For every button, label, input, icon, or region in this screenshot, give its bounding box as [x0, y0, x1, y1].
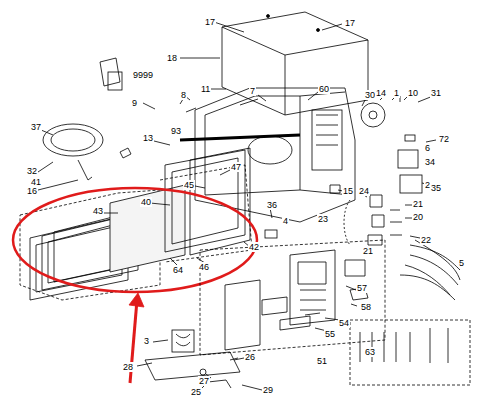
callout-number: 5	[458, 258, 465, 268]
callout-number: 25	[190, 387, 202, 397]
callout-number: 6	[424, 143, 431, 153]
callout-number: 16	[26, 186, 38, 196]
callout-number: 27	[198, 376, 210, 386]
callout-number: 21	[362, 246, 374, 256]
callout-number: 51	[316, 356, 328, 366]
wrapper	[222, 12, 368, 115]
callout-number: 10	[407, 88, 419, 98]
callout-number: 17	[344, 18, 356, 28]
callout-number: 63	[364, 347, 376, 357]
callout-number: 55	[324, 329, 336, 339]
callout-number: 57	[356, 283, 368, 293]
callout-number: 8	[180, 90, 187, 100]
callout-number: 54	[338, 318, 350, 328]
callout-number: 11	[200, 84, 211, 94]
callout-number: 34	[424, 157, 436, 167]
callout-number: 93	[170, 126, 182, 136]
callout-number: 32	[26, 166, 38, 176]
callout-number: 35	[430, 183, 442, 193]
callout-number: 29	[262, 385, 274, 395]
callout-number: 36	[266, 200, 278, 210]
callout-number: 4	[282, 216, 289, 226]
callout-number: 9	[131, 98, 138, 108]
callout-number: 37	[30, 122, 42, 132]
callout-number: 40	[140, 197, 152, 207]
callout-number: 23	[317, 214, 329, 224]
callout-number: 45	[183, 180, 195, 190]
callout-number: 60	[318, 84, 330, 94]
callout-number: 58	[360, 302, 372, 312]
callout-number: 64	[172, 265, 184, 275]
callout-number: 3	[143, 336, 150, 346]
callout-number: 7	[249, 86, 256, 96]
callout-number: 20	[412, 212, 424, 222]
callout-number: 15	[342, 186, 354, 196]
callout-number: 1	[393, 88, 400, 98]
callout-number: 14	[375, 88, 387, 98]
callout-number: 72	[438, 134, 450, 144]
callout-number: 17	[204, 17, 216, 27]
cavity-inner	[205, 92, 350, 195]
callout-number: 46	[198, 262, 210, 272]
callout-number: 22	[420, 235, 432, 245]
callout-number: 9999	[132, 70, 154, 80]
callout-number: 13	[142, 133, 154, 143]
callout-number: 42	[248, 242, 260, 252]
callout-number: 31	[430, 88, 442, 98]
callout-number: 24	[358, 186, 370, 196]
callout-number: 18	[166, 53, 178, 63]
highlight-ellipse	[13, 188, 257, 292]
callout-number: 26	[244, 352, 256, 362]
wrapper-edge	[222, 27, 368, 115]
callout-number: 41	[30, 177, 42, 187]
callout-number: 43	[92, 206, 104, 216]
callout-number: 28	[122, 362, 134, 372]
callout-number: 47	[230, 162, 242, 172]
callout-number: 21	[412, 199, 424, 209]
